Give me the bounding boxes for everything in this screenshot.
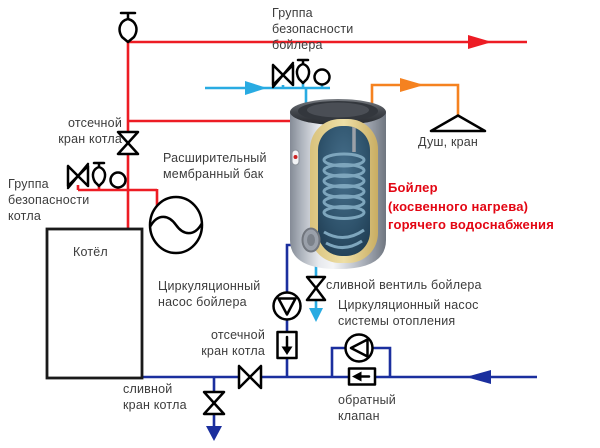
boiler-pump-icon (272, 291, 302, 321)
kotel-safety-valve-icon (66, 162, 90, 190)
label-kotel-drain-valve: сливной кран котла (123, 382, 187, 412)
label-expansion-tank: Расширительный мембранный бак (163, 151, 267, 181)
kotel-shutoff-valve-top-icon (116, 130, 140, 156)
kotel-drain-arrow-icon (206, 426, 222, 441)
label-check-valve: обратный клапан (338, 393, 396, 423)
kotel-gauge-icon (109, 171, 127, 189)
boiler-air-vent-icon (295, 58, 311, 85)
label-boiler-title: Бойлер (косвенного нагрева) горячего вод… (388, 180, 554, 232)
dhw-pipe (370, 78, 460, 116)
label-shower-tap: Душ, кран (418, 135, 479, 149)
boiler-drain-valve-icon (305, 275, 327, 302)
kotel-box (45, 227, 144, 380)
label-boiler-circulation-pump: Циркуляционный насос бойлера (158, 279, 261, 309)
air-vent-icon (118, 11, 138, 44)
label-boiler-drain-valve: сливной вентиль бойлера (326, 278, 482, 292)
kotel-drain-valve-icon (202, 390, 226, 416)
check-valve-vertical-icon (276, 330, 298, 360)
boiler-safety-valve-icon (271, 61, 295, 89)
heat-exchanger-coil (322, 126, 366, 249)
cold-water-pipes (205, 81, 330, 322)
hot-flow-arrow-icon (468, 35, 492, 49)
heating-pump-icon (344, 333, 374, 363)
label-shutoff-valve-bottom: отсечной кран котла (201, 328, 265, 358)
cold-flow-arrow-icon (245, 81, 267, 95)
check-valve-horizontal-icon (347, 367, 377, 386)
label-kotel-safety-group: Группа безопасности котла (8, 177, 90, 223)
label-shutoff-valve-top: отсечной кран котла (58, 116, 122, 146)
boiler-gauge-icon (313, 68, 331, 86)
label-boiler-safety-group: Группа безопасности бойлера (272, 6, 354, 52)
shower-icon (429, 114, 487, 133)
tank-interior (318, 126, 370, 256)
kotel-safety-group-symbols (66, 161, 127, 190)
kotel-air-vent-icon (91, 161, 107, 188)
dhw-flow-arrow-icon (400, 78, 424, 92)
kotel-shutoff-valve-bottom-icon (237, 364, 263, 390)
return-flow-arrow-icon (466, 370, 491, 384)
expansion-tank-icon (148, 195, 204, 255)
boiler-tank-image (290, 99, 386, 269)
label-heating-circulation-pump: Циркуляционный насос системы отопления (338, 298, 479, 328)
boiler-safety-group-symbols (271, 58, 331, 89)
drain-arrow-icon (309, 308, 323, 322)
label-kotel: Котёл (73, 245, 108, 259)
